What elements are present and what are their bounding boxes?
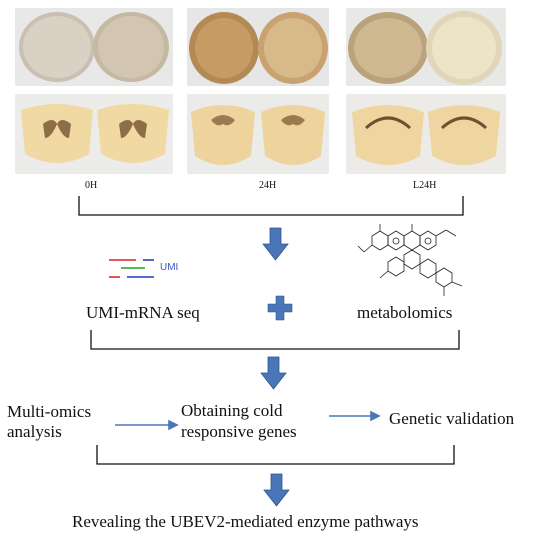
- bracket-bottom: [96, 445, 455, 465]
- umi-label: UMI: [160, 262, 179, 273]
- bracket-top: [78, 196, 464, 216]
- photo-24h-section: [187, 94, 329, 174]
- step-multi-omics-line2: analysis: [7, 422, 62, 441]
- down-arrow-icon: [263, 473, 290, 507]
- photo-24h-cap: [187, 8, 329, 86]
- step-result: Revealing the UBEV2-mediated enzyme path…: [72, 512, 419, 531]
- photo-l24h-section: [346, 94, 506, 174]
- step-umi-mrna-seq: UMI-mRNA seq: [86, 303, 200, 322]
- step-metabolomics: metabolomics: [357, 303, 453, 322]
- down-arrow-icon: [260, 356, 287, 390]
- step-multi-omics-line1: Multi-omics: [7, 402, 92, 421]
- step-obtaining-line1: Obtaining cold: [181, 401, 283, 420]
- right-arrow-icon: [115, 419, 179, 431]
- chemical-structure-icon: [357, 224, 463, 296]
- photo-0h-cap: [15, 8, 173, 86]
- label-0h: 0H: [85, 180, 98, 191]
- step-obtaining-line2: responsive genes: [181, 422, 297, 441]
- label-l24h: L24H: [413, 180, 437, 191]
- plus-icon: [267, 295, 293, 321]
- label-24h: 24H: [259, 180, 277, 191]
- down-arrow-icon: [262, 227, 289, 261]
- right-arrow-icon: [329, 410, 381, 422]
- step-genetic-validation: Genetic validation: [389, 409, 515, 428]
- photo-0h-section: [15, 94, 173, 174]
- umi-lines-icon: [109, 259, 154, 278]
- bracket-middle: [90, 330, 460, 350]
- photo-l24h-cap: [346, 8, 506, 86]
